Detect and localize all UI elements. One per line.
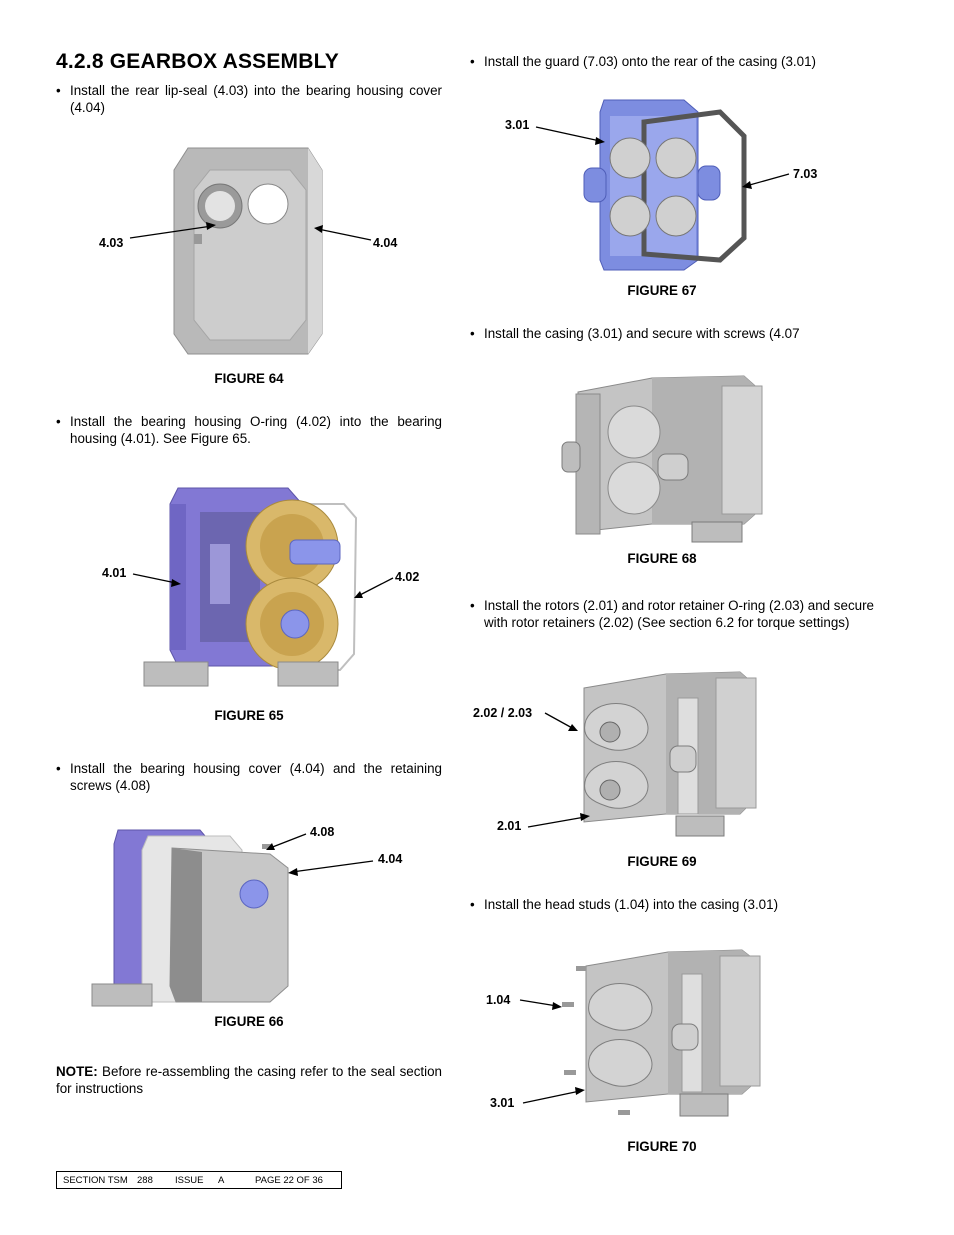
figure-69-image xyxy=(583,671,757,837)
figure-65-caption: FIGURE 65 xyxy=(214,708,284,723)
callout-4-04-cover: 4.04 xyxy=(378,852,403,866)
figure-64-arrows xyxy=(129,222,372,241)
page-title: 4.2.8 GEARBOX ASSEMBLY xyxy=(56,50,339,73)
figure-70-image xyxy=(562,949,761,1117)
callout-1-04: 1.04 xyxy=(486,993,511,1007)
footer-page-number: PAGE 22 OF 36 xyxy=(255,1175,323,1186)
figure-67-arrows xyxy=(535,126,790,189)
figure-70-arrows xyxy=(519,999,585,1104)
footer-issue-label: ISSUE xyxy=(175,1175,204,1186)
footer-issue-value: A xyxy=(218,1175,225,1186)
step-text-figure-70: Install the head studs (1.04) into the c… xyxy=(470,896,874,913)
figure-64-caption: FIGURE 64 xyxy=(214,371,284,386)
step-text-figure-67: Install the guard (7.03) onto the rear o… xyxy=(470,53,874,70)
figure-66-image xyxy=(91,829,289,1007)
callout-4-01: 4.01 xyxy=(102,566,127,580)
figure-64-image xyxy=(173,147,323,355)
figure-68-image xyxy=(561,375,763,543)
step-text-figure-65: Install the bearing housing O-ring (4.02… xyxy=(56,413,442,447)
callout-4-03: 4.03 xyxy=(99,236,124,250)
figure-65-image xyxy=(143,487,358,687)
figure-66-caption: FIGURE 66 xyxy=(214,1014,284,1029)
note-label: NOTE: xyxy=(56,1064,98,1079)
page-footer: SECTION TSM 288 ISSUE A PAGE 22 OF 36 xyxy=(56,1171,342,1189)
note-body: Before re-assembling the casing refer to… xyxy=(56,1064,442,1096)
callout-4-02: 4.02 xyxy=(395,570,420,584)
callout-3-01-casing: 3.01 xyxy=(505,118,530,132)
footer-section-value: 288 xyxy=(137,1175,153,1186)
figure-67-image xyxy=(583,99,747,271)
figure-69-caption: FIGURE 69 xyxy=(627,854,697,869)
figure-67-caption: FIGURE 67 xyxy=(627,283,697,298)
figure-66-arrows xyxy=(266,833,374,876)
step-text-figure-64: Install the rear lip-seal (4.03) into th… xyxy=(56,82,442,116)
step-text-figure-66: Install the bearing housing cover (4.04)… xyxy=(56,760,442,794)
callout-2-01: 2.01 xyxy=(497,819,522,833)
footer-section-label: SECTION TSM xyxy=(63,1175,128,1186)
callout-4-08: 4.08 xyxy=(310,825,335,839)
callout-3-01-studs: 3.01 xyxy=(490,1096,515,1110)
note-text: NOTE: Before re-assembling the casing re… xyxy=(56,1063,442,1097)
step-text-figure-69: Install the rotors (2.01) and rotor reta… xyxy=(470,597,874,631)
callout-7-03: 7.03 xyxy=(793,167,818,181)
callout-4-04: 4.04 xyxy=(373,236,398,250)
figure-69-arrows xyxy=(527,712,590,828)
figure-68-caption: FIGURE 68 xyxy=(627,551,697,566)
figure-70-caption: FIGURE 70 xyxy=(627,1139,697,1154)
callout-2-02-2-03: 2.02 / 2.03 xyxy=(473,706,533,720)
figure-65-arrows xyxy=(132,573,394,598)
step-text-figure-68: Install the casing (3.01) and secure wit… xyxy=(470,325,874,342)
